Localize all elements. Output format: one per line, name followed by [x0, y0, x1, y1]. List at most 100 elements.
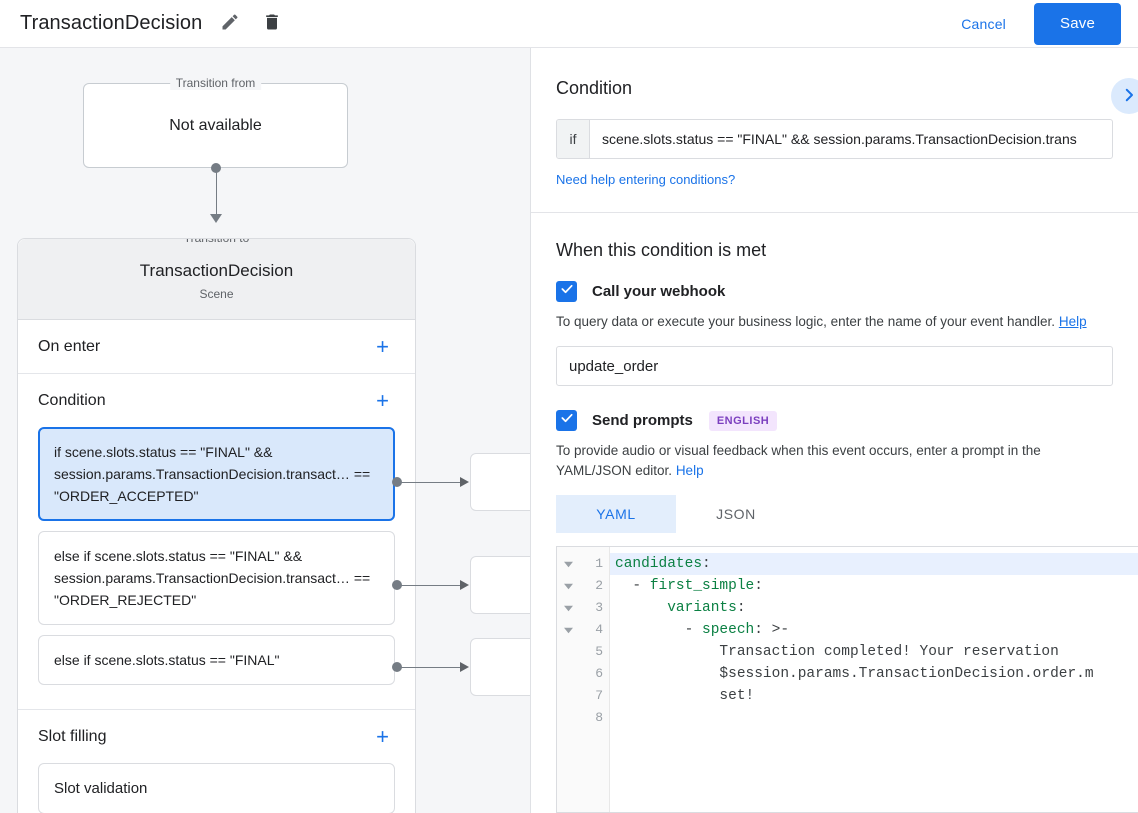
tab-json[interactable]: JSON — [676, 495, 796, 533]
code-line: variants: — [667, 600, 746, 616]
scene-card: Transition to TransactionDecision Scene … — [17, 238, 416, 813]
edit-name-button[interactable] — [216, 10, 244, 38]
edge-arrow-1 — [460, 477, 469, 487]
transition-from-legend: Transition from — [169, 76, 262, 90]
slot-validation-item[interactable]: Slot validation — [38, 763, 395, 813]
prompts-help-link[interactable]: Help — [675, 463, 704, 478]
connector-line-vertical — [215, 168, 217, 216]
condition-input[interactable] — [590, 120, 1112, 158]
webhook-help-link[interactable]: Help — [1058, 314, 1087, 329]
line-number: 8 — [595, 710, 603, 725]
section-title-on-enter: On enter — [38, 337, 101, 355]
webhook-description: To query data or execute your business l… — [556, 312, 1113, 332]
when-met-title: When this condition is met — [556, 240, 767, 260]
scene-title: TransactionDecision — [139, 261, 294, 280]
target-node-1[interactable] — [470, 453, 531, 511]
tab-yaml[interactable]: YAML — [556, 495, 676, 533]
section-header-on-enter: On enter + — [38, 320, 395, 373]
cancel-button[interactable]: Cancel — [947, 8, 1020, 40]
edge-arrow-2 — [460, 580, 469, 590]
fold-toggle-icon — [557, 707, 580, 729]
code-line: - first_simple: — [615, 578, 763, 594]
section-condition: Condition + if scene.slots.status == "FI… — [18, 374, 415, 710]
editor-fold-column — [557, 547, 580, 812]
fold-toggle-icon[interactable] — [557, 553, 580, 575]
condition-if-row: if — [556, 119, 1113, 159]
need-help-link[interactable]: Need help entering conditions? — [556, 172, 736, 187]
editor-format-tabs: YAML JSON — [556, 495, 1113, 533]
condition-section: Condition if Need help entering conditio… — [531, 48, 1138, 212]
slot-filling-list: Slot validation — [38, 763, 395, 813]
line-number: 4 — [595, 622, 603, 637]
edge-line-3 — [397, 666, 467, 668]
webhook-handler-input[interactable] — [556, 346, 1113, 386]
section-header-slot-filling: Slot filling + — [38, 710, 395, 763]
line-number: 6 — [595, 666, 603, 681]
target-node-3[interactable] — [470, 638, 531, 696]
prompts-description-text: To provide audio or visual feedback when… — [556, 443, 1041, 478]
section-title-condition: Condition — [38, 391, 106, 409]
check-icon — [560, 282, 574, 301]
if-label: if — [557, 120, 590, 158]
app-header: TransactionDecision Cancel Save — [0, 0, 1138, 48]
section-title-slot-filling: Slot filling — [38, 727, 107, 745]
code-line: - speech: >- — [615, 622, 790, 638]
fold-toggle-icon[interactable] — [557, 575, 580, 597]
fold-toggle-icon — [557, 685, 580, 707]
call-webhook-checkbox[interactable] — [556, 281, 577, 302]
call-webhook-label: Call your webhook — [592, 283, 726, 300]
connector-arrow-down — [210, 214, 222, 223]
flow-diagram-panel: Transition from Not available Transition… — [0, 48, 531, 813]
condition-item-selected[interactable]: if scene.slots.status == "FINAL" && sess… — [38, 427, 395, 521]
expand-panel-button[interactable] — [1111, 78, 1138, 114]
send-prompts-checkbox[interactable] — [556, 410, 577, 431]
condition-item[interactable]: else if scene.slots.status == "FINAL" — [38, 635, 395, 685]
line-number: 1 — [595, 556, 603, 571]
trash-icon — [262, 12, 282, 35]
chevron-right-icon — [1120, 86, 1138, 107]
plus-icon: + — [376, 333, 389, 359]
add-condition-button[interactable]: + — [370, 386, 395, 416]
edge-line-1 — [397, 481, 467, 483]
section-on-enter: On enter + — [18, 320, 415, 374]
scene-subtitle: Scene — [199, 287, 234, 301]
code-line — [610, 707, 1138, 729]
section-slot-filling: Slot filling + Slot validation — [18, 710, 415, 813]
section-header-condition: Condition + — [38, 374, 395, 427]
target-node-2[interactable] — [470, 556, 531, 614]
add-slot-filling-button[interactable]: + — [370, 722, 395, 752]
condition-list: if scene.slots.status == "FINAL" && sess… — [38, 427, 395, 709]
condition-section-title: Condition — [556, 78, 633, 98]
line-number: 7 — [595, 688, 603, 703]
transition-from-box: Transition from Not available — [83, 76, 348, 168]
panel-divider — [530, 48, 531, 813]
transition-from-value: Not available — [169, 116, 262, 134]
fold-toggle-icon — [557, 641, 580, 663]
plus-icon: + — [376, 723, 389, 749]
page-title: TransactionDecision — [20, 12, 203, 34]
fold-toggle-icon[interactable] — [557, 597, 580, 619]
delete-button[interactable] — [258, 10, 286, 38]
scene-header: Transition to TransactionDecision Scene — [18, 239, 415, 320]
edge-arrow-3 — [460, 662, 469, 672]
transition-to-legend: Transition to — [177, 239, 256, 245]
editor-code-area[interactable]: candidates: - first_simple: variants: - … — [610, 547, 1138, 812]
condition-item[interactable]: else if scene.slots.status == "FINAL" &&… — [38, 531, 395, 625]
code-line: set! — [719, 688, 755, 704]
line-number: 3 — [595, 600, 603, 615]
when-condition-met-section: When this condition is met Call your web… — [531, 213, 1138, 533]
section-divider — [531, 212, 1138, 213]
add-on-enter-button[interactable]: + — [370, 332, 395, 362]
save-button[interactable]: Save — [1034, 2, 1121, 45]
prompts-check-row: Send prompts ENGLISH — [556, 410, 1113, 431]
send-prompts-label: Send prompts — [592, 412, 693, 429]
webhook-description-text: To query data or execute your business l… — [556, 314, 1056, 329]
language-badge: ENGLISH — [708, 410, 778, 431]
code-line: $session.params.TransactionDecision.orde… — [719, 666, 1094, 682]
line-number: 2 — [595, 578, 603, 593]
fold-toggle-icon[interactable] — [557, 619, 580, 641]
code-line: candidates: — [610, 553, 1138, 575]
edge-line-2 — [397, 584, 467, 586]
